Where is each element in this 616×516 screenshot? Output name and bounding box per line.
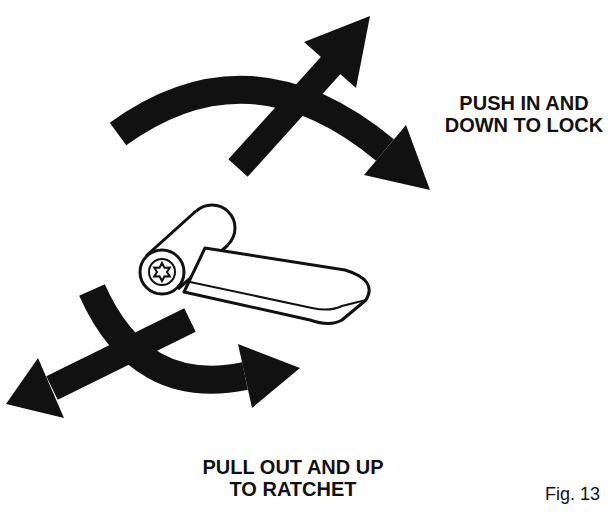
arrow-head (364, 125, 430, 190)
figure-number: Fig. 13 (545, 484, 600, 505)
lever-handle (140, 205, 369, 324)
instruction-text: PULL OUT AND UP TO RATCHET (195, 456, 391, 500)
torx-screw (154, 263, 170, 281)
straight-arrow (238, 64, 332, 168)
arrow-head (304, 16, 370, 88)
curved-arrow (92, 290, 245, 380)
instruction-text: PUSH IN AND DOWN TO LOCK (440, 92, 608, 136)
arrow-head (6, 358, 64, 418)
arrow-head (238, 344, 300, 408)
